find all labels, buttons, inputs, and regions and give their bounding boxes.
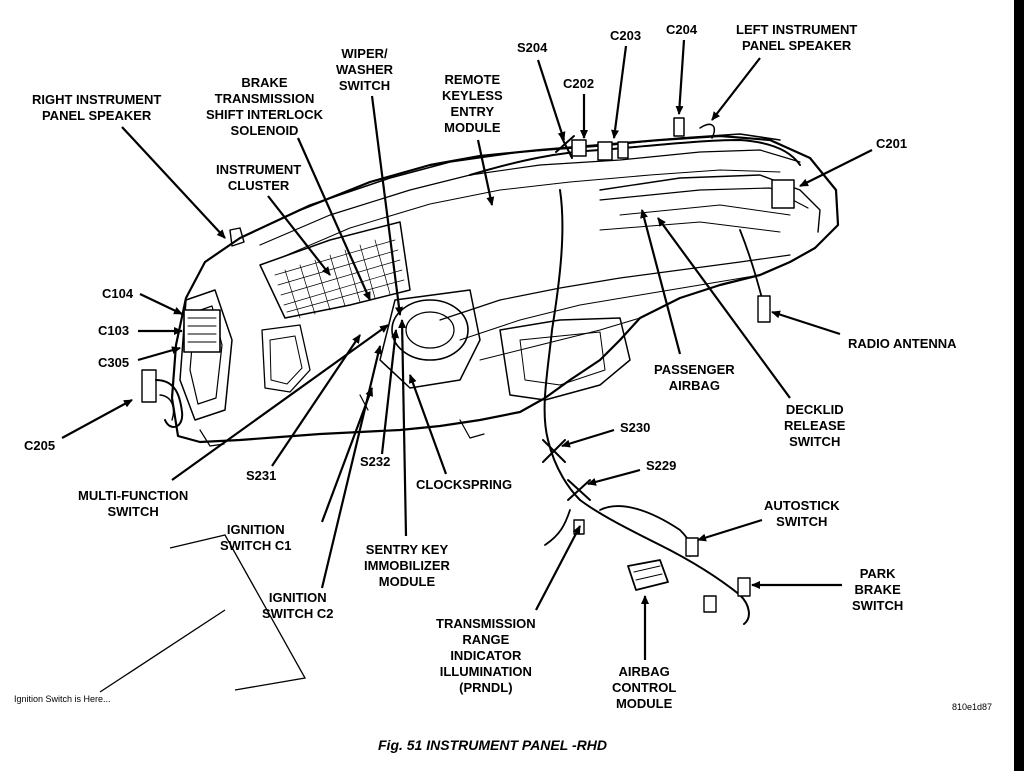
figure-caption: Fig. 51 INSTRUMENT PANEL -RHD [378,737,607,753]
label-s230: S230 [620,420,651,435]
leader-ign-c2 [320,345,383,589]
leader-s232 [380,329,400,455]
leader-passenger-airbag [640,209,682,355]
ignition-bracket [99,534,307,693]
label-s229: S229 [646,458,677,473]
label-c205: C205 [24,438,56,453]
leader-left-speaker [711,57,761,121]
ignition-note: Ignition Switch is Here... [14,694,111,704]
leader-trans-range [535,525,581,611]
label-c202: C202 [563,76,595,91]
leader-c203 [611,45,628,139]
leader-autostick [697,518,763,542]
label-c103: C103 [98,323,130,338]
leader-decklid [657,217,791,399]
dash-outline [170,134,840,444]
leader-s230 [561,428,615,448]
leader-c104 [139,293,183,315]
leader-right-speaker [121,126,226,239]
leader-sentry [398,319,408,537]
leader-c204 [675,39,686,115]
figure-code: 810e1d87 [952,702,993,712]
leader-multifunction [171,324,389,481]
label-c203: C203 [610,28,642,43]
leader-keyless [476,139,495,206]
leader-s229 [587,468,641,486]
label-c305: C305 [98,355,130,370]
label-s231: S231 [246,468,277,483]
leader-radio-antenna [771,310,841,336]
label-radio-antenna: RADIO ANTENNA [848,336,957,351]
leader-wiper [370,95,403,316]
leader-c201 [799,149,873,187]
label-c201: C201 [876,136,908,151]
leader-clockspring [408,374,448,475]
label-c204: C204 [666,22,698,37]
label-clockspring: CLOCKSPRING [416,477,513,492]
label-s232: S232 [360,454,391,469]
label-c104: C104 [102,286,134,301]
label-s204: S204 [517,40,548,55]
leader-cluster [267,195,331,276]
leader-c305 [137,346,181,362]
leader-c205 [61,399,133,439]
leader-s204 [536,59,566,141]
leader-brake-shift [296,137,372,301]
